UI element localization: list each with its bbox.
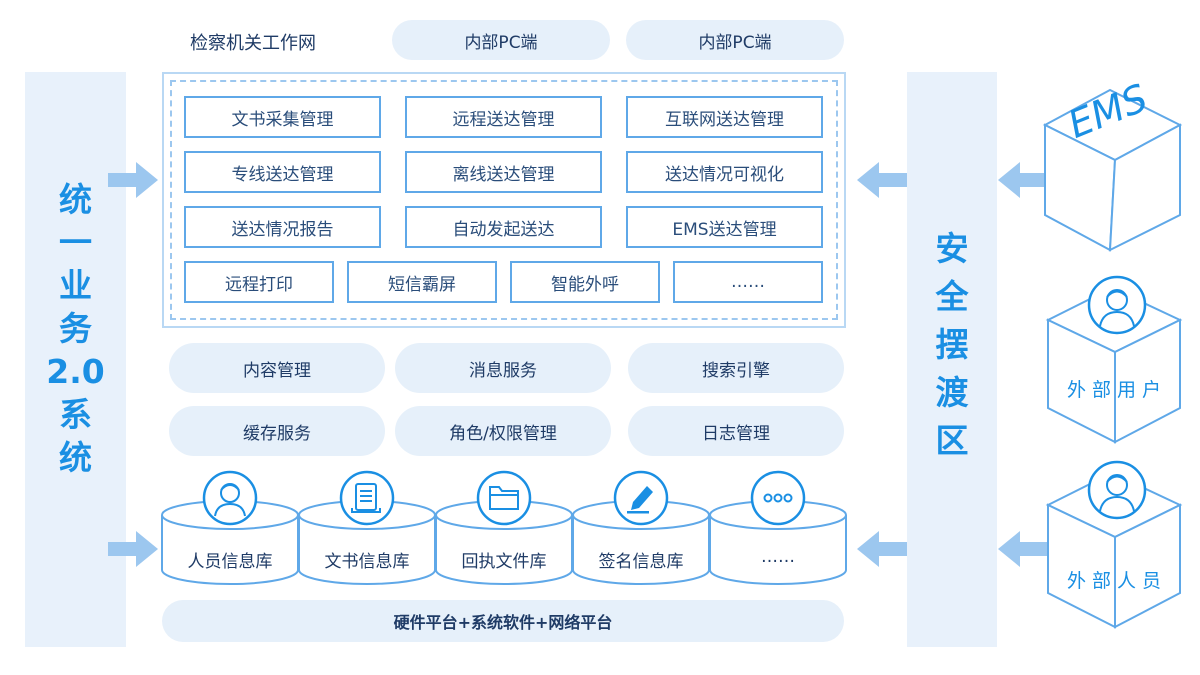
module-box: 互联网送达管理 — [626, 96, 823, 138]
database-cylinder — [161, 515, 299, 585]
module-box: 自动发起送达 — [405, 206, 602, 248]
database-label: 回执文件库 — [461, 552, 547, 572]
person-icon — [214, 483, 246, 517]
service-pill: 内容管理 — [169, 343, 385, 393]
header-title: 检察机关工作网 — [190, 33, 316, 54]
ems-cube — [1042, 88, 1183, 252]
person-cube — [1045, 460, 1183, 629]
database-label: 文书信息库 — [324, 552, 410, 572]
module-box: 送达情况报告 — [184, 206, 381, 248]
right-column-title: 安 全 摆 渡 区 — [935, 229, 969, 460]
external-user-label: 外部用户 — [1066, 379, 1167, 401]
user-cube — [1045, 275, 1183, 444]
folder-icon — [489, 486, 519, 510]
arrow-left-icon — [998, 531, 1048, 567]
service-pill: 消息服务 — [395, 343, 611, 393]
database-row — [161, 470, 847, 585]
database-cylinder — [572, 515, 710, 585]
module-box: …… — [673, 261, 823, 303]
database-label: 签名信息库 — [598, 552, 684, 572]
module-box: EMS送达管理 — [626, 206, 823, 248]
module-box: 离线送达管理 — [405, 151, 602, 193]
document-icon — [351, 483, 381, 513]
arrow-left-icon — [998, 162, 1048, 198]
header-pill-right: 内部PC端 — [626, 20, 844, 60]
arrow-left-icon — [857, 531, 907, 567]
right-column — [907, 72, 997, 647]
base-platform: 硬件平台+系统软件+网络平台 — [162, 600, 844, 642]
left-column-title: 统 一 业 务 2.0 系 统 — [46, 180, 105, 477]
database-label: …… — [761, 547, 795, 567]
service-pill: 日志管理 — [628, 406, 844, 456]
module-panel-inner — [170, 80, 838, 320]
arrow-right-icon — [108, 162, 158, 198]
database-label: 人员信息库 — [187, 552, 273, 572]
service-pill: 搜索引擎 — [628, 343, 844, 393]
external-person-label: 外部人员 — [1066, 570, 1167, 592]
pen-icon — [627, 486, 653, 514]
service-pill: 缓存服务 — [169, 406, 385, 456]
module-box: 智能外呼 — [510, 261, 660, 303]
module-box: 送达情况可视化 — [626, 151, 823, 193]
module-box: 远程打印 — [184, 261, 334, 303]
module-box: 专线送达管理 — [184, 151, 381, 193]
module-box: 远程送达管理 — [405, 96, 602, 138]
database-cylinder — [298, 515, 436, 585]
database-cylinder — [709, 515, 847, 585]
database-cylinder — [435, 515, 573, 585]
module-box: 短信霸屏 — [347, 261, 497, 303]
module-box: 文书采集管理 — [184, 96, 381, 138]
header-pill-left: 内部PC端 — [392, 20, 610, 60]
person-icon — [1099, 289, 1135, 327]
more-icon — [763, 493, 793, 503]
arrow-left-icon — [857, 162, 907, 198]
person-icon — [1099, 474, 1135, 512]
service-pill: 角色/权限管理 — [395, 406, 611, 456]
arrow-right-icon — [108, 531, 158, 567]
